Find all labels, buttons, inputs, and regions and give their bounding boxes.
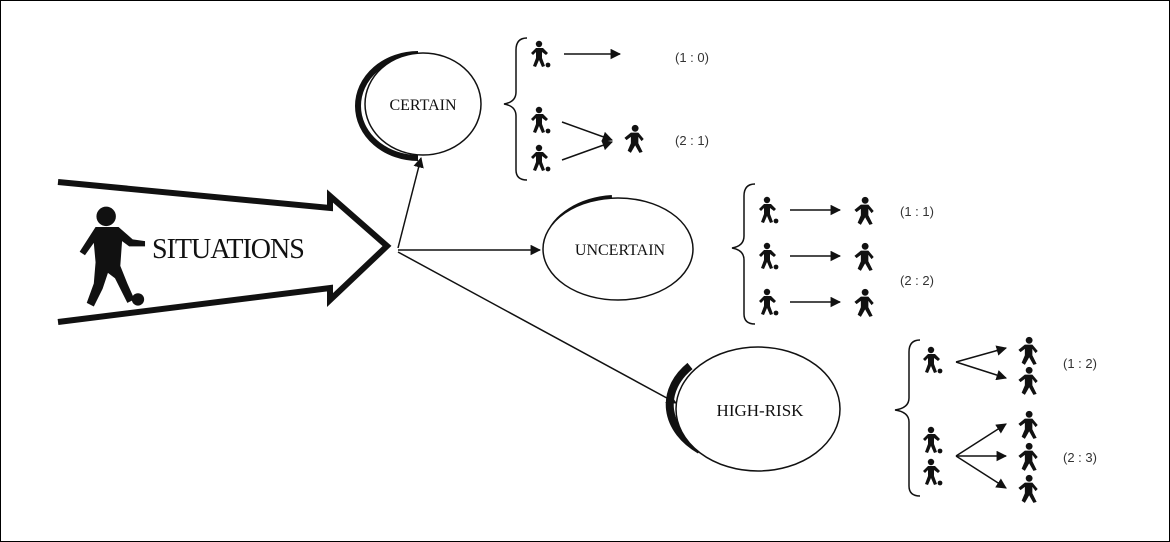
uncertain-node: UNCERTAIN: [542, 195, 694, 301]
high-risk-node: HIGH-RISK: [665, 346, 841, 472]
ratio-label: (1 : 1): [900, 204, 934, 219]
uncertain-brace: [731, 183, 756, 325]
ratio-label: (1 : 0): [675, 50, 709, 65]
attacker-with-ball-icon: [531, 40, 551, 68]
ratio-label: (1 : 2): [1063, 356, 1097, 371]
ratio-label: (2 : 1): [675, 133, 709, 148]
attacker-with-ball-icon: [759, 242, 779, 270]
uncertain-label: UNCERTAIN: [575, 242, 666, 259]
situations-arrow: [57, 179, 392, 325]
situations-label: SITUATIONS: [152, 234, 304, 265]
branch-arrow-high-risk: [397, 251, 677, 404]
defender-icon: [854, 242, 874, 271]
defender-icon: [854, 288, 874, 317]
defender-icon: [624, 124, 644, 153]
branch-lines: [397, 156, 677, 404]
attacker-with-ball-icon: [531, 144, 551, 172]
attacker-with-ball-icon: [531, 106, 551, 134]
defender-icon: [1018, 474, 1038, 503]
certain-brace: [503, 37, 528, 181]
attacker-with-ball-icon: [759, 288, 779, 316]
ratio-label: (2 : 2): [900, 273, 934, 288]
attacker-with-ball-icon: [923, 458, 943, 486]
high-risk-label: HIGH-RISK: [717, 401, 805, 420]
defender-icon: [854, 196, 874, 225]
certain-label: CERTAIN: [389, 97, 457, 114]
defender-icon: [1018, 336, 1038, 365]
high-risk-brace: [894, 339, 921, 497]
defender-icon: [1018, 442, 1038, 471]
certain-node: CERTAIN: [355, 51, 482, 161]
branch-arrow-certain: [397, 156, 424, 249]
defender-icon: [1018, 410, 1038, 439]
attacker-with-ball-icon: [923, 346, 943, 374]
braces: [503, 37, 921, 497]
defender-icon: [1018, 366, 1038, 395]
high-risk-scenarios: (1 : 2) (2 : 3): [923, 336, 1097, 503]
attacker-with-ball-icon: [923, 426, 943, 454]
uncertain-scenarios: (1 : 1) (2 : 2): [759, 196, 934, 317]
ratio-label: (2 : 3): [1063, 450, 1097, 465]
attacker-with-ball-icon: [759, 196, 779, 224]
soccer-player-icon: [79, 206, 146, 307]
certain-scenarios: (1 : 0) (2 : 1): [531, 40, 709, 172]
